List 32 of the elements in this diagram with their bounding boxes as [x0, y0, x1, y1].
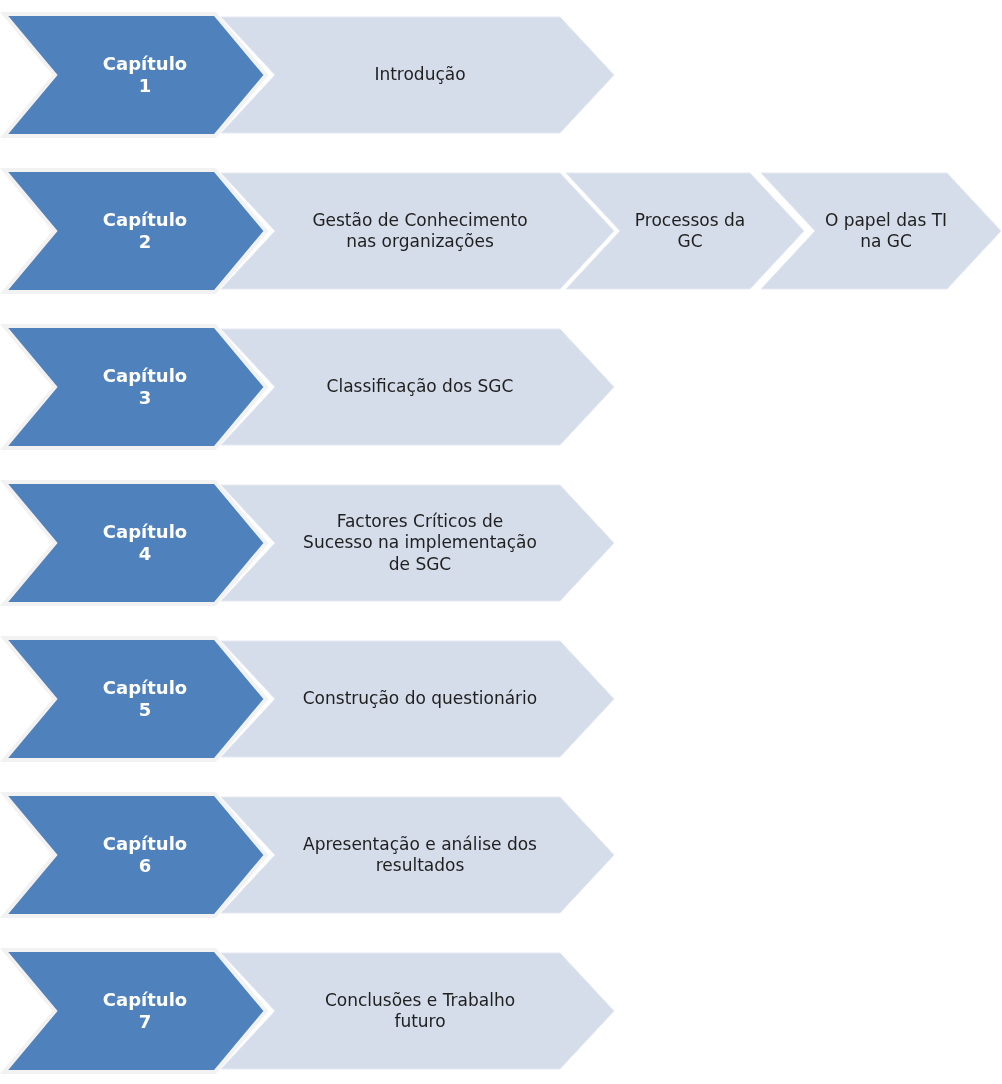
topic-label: O papel das TI na GC	[823, 209, 949, 253]
chapter-label: Capítulo 5	[101, 676, 189, 722]
chapter-banner	[0, 634, 270, 764]
chapter-label: Capítulo 7	[101, 988, 189, 1034]
chapter-banner	[0, 166, 270, 296]
chapter-banner	[0, 946, 270, 1076]
topic-banner	[220, 328, 615, 446]
topic-banner	[220, 796, 615, 914]
chapter-label: Capítulo 6	[101, 832, 189, 878]
chapter-label: Capítulo 2	[101, 208, 189, 254]
chapter-banner	[0, 10, 270, 140]
chapter-label: Capítulo 1	[101, 52, 189, 98]
topic-label: Apresentação e análise dos resultados	[302, 833, 538, 877]
topic-banner	[760, 172, 1002, 290]
chapter-label: Capítulo 4	[101, 520, 189, 566]
topic-label: Construção do questionário	[302, 688, 538, 710]
topic-banner	[220, 640, 615, 758]
topic-label: Factores Críticos de Sucesso na implementação de SGC	[302, 511, 538, 575]
topic-label: Processos da GC	[633, 209, 747, 253]
topic-banner	[220, 484, 615, 602]
topic-label: Gestão de Conhecimento nas organizações	[311, 209, 529, 253]
chapter-label: Capítulo 3	[101, 364, 189, 410]
topic-banner	[565, 172, 805, 290]
topic-label: Introdução	[374, 64, 466, 86]
chapter-banner	[0, 322, 270, 452]
chapter-banner	[0, 790, 270, 920]
topic-banner	[220, 952, 615, 1070]
topic-banner	[220, 16, 615, 134]
topic-label: Conclusões e Trabalho futuro	[323, 989, 517, 1033]
topic-label: Classificação dos SGC	[326, 376, 514, 398]
topic-banner	[220, 172, 615, 290]
chapter-banner	[0, 478, 270, 608]
